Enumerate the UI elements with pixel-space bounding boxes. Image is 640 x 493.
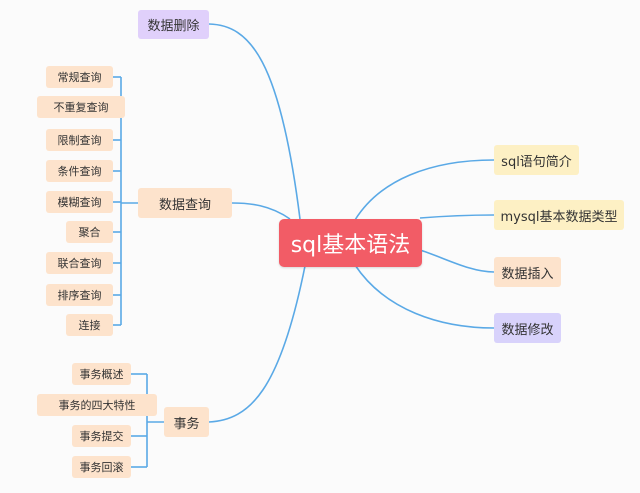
query-item-limit[interactable]: 限制查询	[46, 129, 113, 151]
query-item-order[interactable]: 排序查询	[46, 284, 113, 306]
topic-data-delete-label: 数据删除	[147, 19, 200, 34]
query-item-aggregate[interactable]: 聚合	[66, 221, 113, 243]
topic-data-delete[interactable]: 数据删除	[138, 10, 209, 39]
query-item-label: 常规查询	[57, 71, 102, 84]
topic-transaction-label: 事务	[173, 416, 200, 432]
transaction-item-acid[interactable]: 事务的四大特性	[37, 394, 157, 416]
query-item-join[interactable]: 连接	[66, 314, 113, 336]
topic-mysql-types-label: mysql基本数据类型	[500, 209, 618, 225]
query-item-condition[interactable]: 条件查询	[46, 160, 113, 182]
topic-data-insert[interactable]: 数据插入	[494, 257, 561, 287]
transaction-item-overview[interactable]: 事务概述	[72, 363, 131, 385]
query-item-label: 排序查询	[57, 289, 102, 302]
transaction-item-rollback[interactable]: 事务回滚	[72, 456, 131, 478]
topic-data-update-label: 数据修改	[501, 322, 554, 338]
topic-sql-intro-label: sql语句简介	[501, 154, 572, 170]
topic-data-insert-label: 数据插入	[501, 266, 554, 282]
central-topic-label: sql基本语法	[290, 233, 411, 258]
query-item-label: 聚合	[78, 226, 101, 239]
topic-sql-intro[interactable]: sql语句简介	[494, 145, 579, 175]
transaction-item-label: 事务回滚	[79, 461, 124, 474]
query-item-fuzzy[interactable]: 模糊查询	[46, 191, 113, 213]
query-item-label: 模糊查询	[57, 196, 102, 209]
transaction-item-label: 事务提交	[79, 430, 124, 443]
topic-transaction[interactable]: 事务	[164, 407, 209, 437]
query-item-distinct[interactable]: 不重复查询	[37, 96, 125, 118]
query-item-label: 联合查询	[57, 257, 102, 270]
query-item-label: 限制查询	[57, 134, 102, 147]
query-item-label: 条件查询	[57, 165, 102, 178]
query-item-regular[interactable]: 常规查询	[46, 66, 113, 88]
transaction-item-label: 事务概述	[79, 368, 124, 381]
transaction-item-commit[interactable]: 事务提交	[72, 425, 131, 447]
query-item-label: 不重复查询	[53, 101, 109, 114]
query-item-union[interactable]: 联合查询	[46, 252, 113, 274]
topic-mysql-types[interactable]: mysql基本数据类型	[494, 200, 624, 230]
central-topic[interactable]: sql基本语法	[279, 219, 422, 267]
topic-data-query-label: 数据查询	[158, 197, 211, 213]
query-item-label: 连接	[78, 319, 101, 332]
topic-data-query[interactable]: 数据查询	[138, 188, 232, 218]
transaction-item-label: 事务的四大特性	[58, 399, 136, 412]
topic-data-update[interactable]: 数据修改	[494, 313, 561, 343]
